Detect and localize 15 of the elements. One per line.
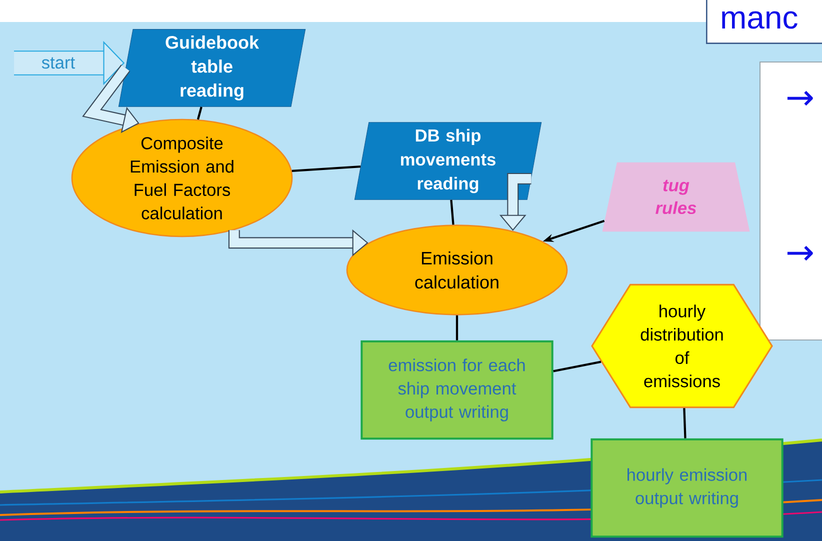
connector-line [553, 360, 602, 372]
input-parallelogram: Guidebook table reading [118, 29, 306, 107]
title-box: manc [706, 0, 822, 44]
output-box: emission for each ship movement output writing [360, 340, 554, 440]
connector-line [456, 315, 458, 340]
process-hexagon: hourly distribution of emissions [591, 284, 773, 408]
connector-line [683, 408, 686, 438]
arrow-symbol: → [787, 90, 813, 106]
connector-line [450, 200, 454, 225]
edge-label: start [40, 56, 76, 70]
connector-line [196, 106, 202, 120]
arrow-symbol: → [787, 246, 813, 261]
output-box: hourly emission output writing [590, 438, 784, 538]
connector-line [292, 166, 361, 172]
rule-trapezoid: tug rules [602, 162, 750, 232]
